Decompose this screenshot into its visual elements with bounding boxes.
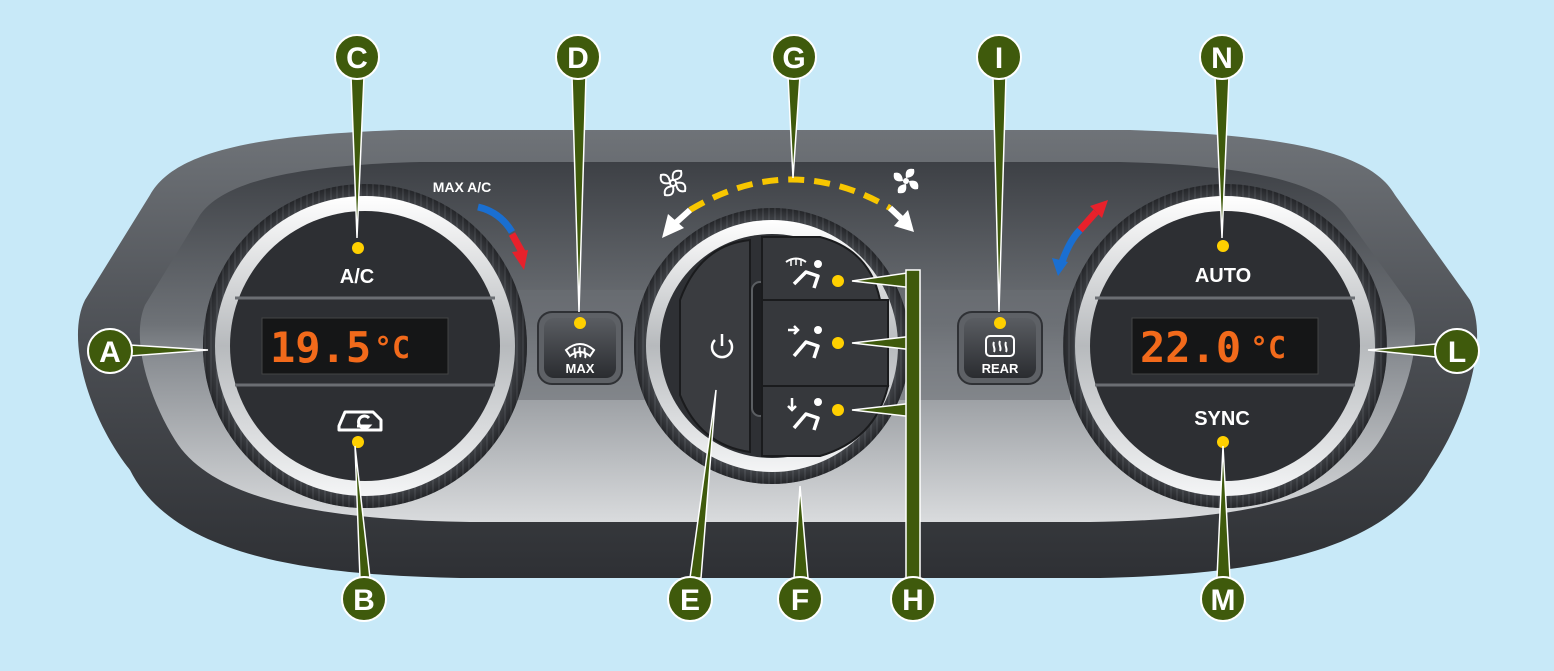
svg-text:B: B [353, 584, 375, 617]
callout-e: E [667, 576, 713, 622]
callout-m: M [1200, 576, 1246, 622]
vent-face-indicator [832, 337, 844, 349]
callout-c: C [334, 34, 380, 80]
svg-text:H: H [902, 584, 924, 617]
callout-l: L [1434, 328, 1480, 374]
svg-text:G: G [782, 42, 805, 75]
leader-h-main [905, 269, 921, 579]
left-temperature-unit: °C [374, 331, 410, 366]
svg-text:M: M [1211, 584, 1236, 617]
fan-increase-arrowhead [894, 210, 914, 232]
svg-text:N: N [1211, 42, 1233, 75]
rear-defrost-icon [985, 335, 1015, 357]
right-temperature-unit: °C [1250, 331, 1286, 366]
rear-defrost-indicator-light [994, 317, 1006, 329]
hot-direction-arrow [508, 232, 526, 254]
power-button[interactable] [679, 238, 751, 454]
fan-decrease-arrowhead [662, 214, 684, 238]
callout-g: G [771, 34, 817, 80]
ac-indicator-light [352, 242, 364, 254]
svg-text:F: F [791, 584, 809, 617]
callout-f: F [777, 576, 823, 622]
vent-feet-icon [787, 398, 822, 431]
right-hot-direction-arrow [1077, 209, 1099, 233]
svg-text:D: D [567, 42, 589, 75]
left-temperature-knob[interactable] [203, 184, 527, 508]
fan-speed-arc [688, 176, 892, 213]
defrost-max-indicator-light [574, 317, 586, 329]
vent-feet-button[interactable] [761, 385, 890, 457]
svg-text:C: C [346, 42, 368, 75]
defrost-max-label: MAX [566, 361, 595, 376]
vent-face-icon [788, 325, 822, 359]
callout-h: H [890, 576, 936, 622]
cold-direction-arrow [477, 203, 516, 234]
svg-text:A: A [99, 336, 121, 369]
svg-text:E: E [680, 584, 700, 617]
rear-defrost-label: REAR [982, 361, 1019, 376]
right-hot-arrow-head [1090, 200, 1108, 218]
max-ac-label: MAX A/C [433, 179, 492, 195]
right-cold-arrow-head [1052, 258, 1068, 276]
right-temperature-display [1131, 317, 1319, 375]
windshield-defrost-icon [564, 343, 596, 359]
left-temperature-value: 19.5 [270, 323, 371, 372]
right-temperature-value: 22.0 [1140, 323, 1241, 372]
callout-i: I [976, 34, 1022, 80]
right-cold-direction-arrow [1058, 227, 1083, 264]
hot-arrow-head [512, 250, 528, 270]
auto-indicator-light [1217, 240, 1229, 252]
right-temperature-knob[interactable] [1063, 184, 1387, 508]
callout-a: A [87, 328, 133, 374]
recirculation-icon[interactable] [337, 410, 383, 432]
auto-button-label[interactable]: AUTO [1195, 265, 1251, 287]
svg-text:I: I [995, 42, 1003, 75]
callout-d: D [555, 34, 601, 80]
vent-defrost-face-icon [785, 257, 822, 289]
sync-button-label[interactable]: SYNC [1194, 408, 1250, 430]
callout-b: B [341, 576, 387, 622]
fan-high-icon [893, 168, 919, 194]
mode-buttons [761, 236, 890, 457]
svg-text:L: L [1448, 336, 1466, 369]
ac-button-label[interactable]: A/C [340, 266, 374, 288]
left-temperature-display [261, 317, 449, 375]
vent-feet-indicator [832, 404, 844, 416]
callout-n: N [1199, 34, 1245, 80]
vent-defrost-face-indicator [832, 275, 844, 287]
sync-indicator-light [1217, 436, 1229, 448]
recirculation-indicator-light [352, 436, 364, 448]
fan-low-icon [659, 169, 687, 197]
power-icon [710, 334, 734, 359]
